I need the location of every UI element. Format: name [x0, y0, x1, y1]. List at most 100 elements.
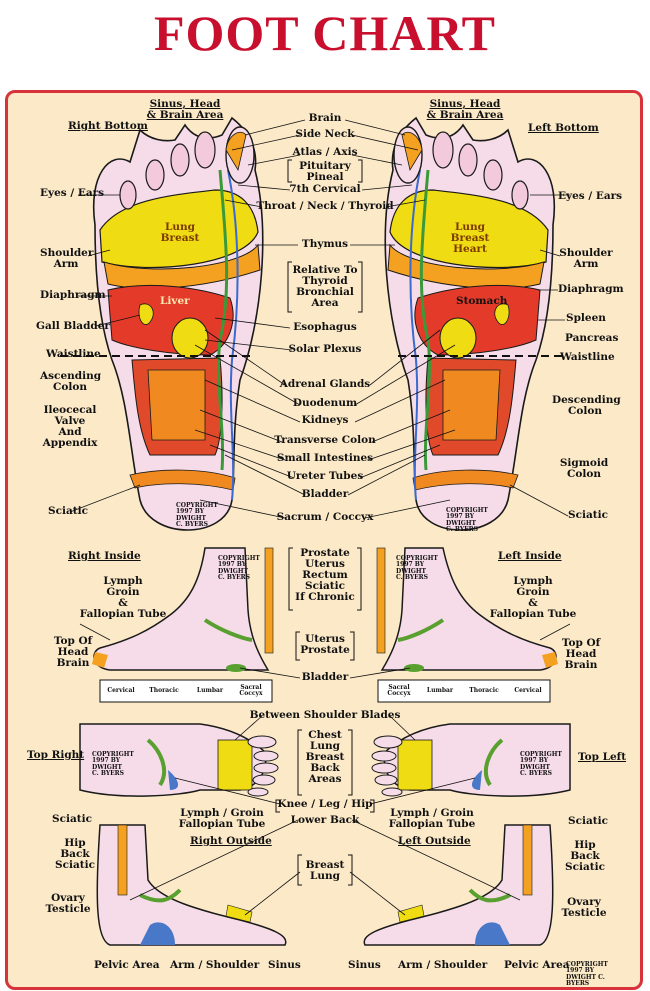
rb-ileo-line1: Ileocecal [43, 404, 97, 416]
rb-lung-line1: Lung [165, 221, 195, 233]
rb-ileo-line2: Valve [54, 415, 86, 428]
brackets [275, 159, 375, 886]
ro-sciatic2: Sciatic [54, 859, 95, 872]
rb-liver-label: Liver [160, 295, 190, 307]
lb-sig-label: Sigmoid Colon [556, 457, 612, 481]
ri-brain: Brain [56, 657, 90, 670]
section-left-outside: Left Outside [398, 835, 471, 847]
sacrum-label: Sacrum / Coccyx [276, 511, 374, 523]
rs-thoracic: Thoracic [149, 687, 179, 694]
out-lung: Lung [310, 870, 340, 883]
rb-ileo-line4: Appendix [42, 437, 98, 450]
top-chest-label: Chest Lung Breast Back Areas [290, 729, 360, 786]
left-outside-foot [363, 824, 554, 946]
right-inside-foot [92, 547, 274, 672]
left-spine-bar [377, 679, 551, 703]
section-top-right: Top Right [27, 749, 85, 761]
lb-desc-label: Descending Colon [552, 394, 621, 418]
ls-cervical: Cervical [514, 687, 542, 694]
lb-sig-line2: Colon [567, 468, 601, 481]
lb-stomach-label: Stomach [456, 295, 508, 307]
out-breast: Breast [305, 859, 345, 871]
duodenum-label: Duodenum [292, 397, 358, 409]
ro-sinus-label: Sinus [268, 959, 301, 971]
ri-lymph: Lymph [103, 575, 143, 587]
copyright-note-2: COPYRIGHT 1997 BY DWIGHT C. BYERS [446, 507, 488, 533]
rs-sacral: Sacral Coccyx [239, 684, 263, 698]
lb-sinus-label: Sinus, Head & Brain Area [425, 98, 505, 122]
lb-desc-line2: Colon [568, 405, 602, 418]
top-chest: Chest [308, 729, 342, 741]
top-breast: Breast [305, 751, 345, 764]
li-head: Head [565, 648, 597, 661]
rb-waist-label: Waistline [46, 348, 101, 360]
li-groin: Groin [516, 586, 550, 599]
section-right-bottom: Right Bottom [68, 120, 148, 132]
lb-pancreas-label: Pancreas [565, 332, 619, 344]
ro-back: Back [60, 848, 90, 861]
solar-plexus-label: Solar Plexus [288, 343, 362, 355]
ro-arm-shoulder-label: Arm / Shoulder [170, 959, 260, 971]
ri-topof: Top Of [53, 635, 93, 647]
inside-chronic: If Chronic [295, 591, 355, 604]
lb-sinus-line1: Sinus, Head [429, 98, 501, 110]
ro-fallopian: Fallopian Tube [178, 818, 266, 831]
section-right-inside: Right Inside [68, 550, 141, 562]
li-brain: Brain [564, 659, 598, 672]
lo-hip-label: Hip Back Sciatic [560, 839, 610, 874]
inside-uterus: Uterus [305, 558, 345, 571]
ro-lymph: Lymph / Groin [180, 807, 264, 819]
rb-ileo-line3: And [58, 426, 82, 439]
page-title: FOOT CHART [153, 5, 497, 61]
li-fallopian: Fallopian Tube [489, 608, 577, 621]
lb-shoulder-line1: Shoulder [559, 247, 613, 259]
lo-sciatic2: Sciatic [564, 861, 605, 874]
ro-pelvic-label: Pelvic Area [94, 959, 160, 971]
lb-sciatic-label: Sciatic [568, 509, 609, 521]
lb-diaphragm-label: Diaphragm [558, 283, 624, 295]
relative-line1: Relative To [292, 264, 358, 276]
brain-label: Brain [308, 112, 342, 124]
rb-gall-label: Gall Bladder [36, 320, 110, 332]
ls-sacral: Sacral Coccyx [387, 684, 411, 698]
lb-waist-label: Waistline [560, 351, 615, 363]
top-areas: Areas [308, 773, 342, 786]
rb-asc-label: Ascending Colon [40, 370, 101, 393]
section-right-outside: Right Outside [190, 835, 272, 847]
inside-bladder-label: Bladder [301, 671, 349, 683]
rb-diaphragm-label: Diaphragm [40, 289, 106, 301]
relative-line4: Area [311, 297, 339, 310]
right-sole-foot [92, 116, 265, 532]
rb-sinus-line2: & Brain Area [146, 109, 224, 122]
copyright-note-7: COPYRIGHT 1997 BY DWIGHT C. BYERS [566, 961, 608, 987]
li-topof-label: Top Of Head Brain [556, 637, 606, 672]
top-right-foot [79, 723, 279, 797]
rb-ileo-label: Ileocecal Valve And Appendix [40, 404, 100, 450]
top-back: Back [310, 762, 340, 775]
relative-thyroid-label: Relative To Thyroid Bronchial Area [280, 264, 370, 310]
lo-sinus-label: Sinus [348, 959, 381, 971]
lo-hip: Hip [574, 839, 596, 851]
section-top-left: Top Left [578, 751, 627, 763]
lb-lung-line3: Heart [453, 243, 487, 256]
cervical7-label: 7th Cervical [289, 183, 361, 195]
copyright-note-3: COPYRIGHT 1997 BY DWIGHT C. BYERS [218, 555, 260, 581]
li-topof: Top Of [561, 637, 601, 649]
lo-pelvic-label: Pelvic Area [504, 959, 570, 971]
inside-prostate2: Prostate [300, 644, 350, 657]
li-lymph: Lymph [513, 575, 553, 587]
ri-amp: & [118, 597, 128, 610]
lb-sinus-line2: & Brain Area [426, 109, 504, 122]
thymus-label: Thymus [301, 238, 349, 250]
top-lung: Lung [310, 740, 340, 753]
lo-sciatic-label: Sciatic [568, 815, 609, 827]
lo-fallopian: Fallopian Tube [388, 818, 476, 831]
rs-cervical: Cervical [107, 687, 135, 694]
li-amp: & [528, 597, 538, 610]
copyright-note-1: COPYRIGHT 1997 BY DWIGHT C. BYERS [176, 502, 218, 528]
rb-shoulder-line1: Shoulder [40, 247, 94, 259]
adrenal-label: Adrenal Glands [279, 378, 371, 390]
knee-leg-hip-label: Knee / Leg / Hip [277, 798, 373, 810]
breast-lung-label: Breast Lung [290, 859, 360, 883]
lb-lung-line2: Breast [450, 232, 490, 245]
